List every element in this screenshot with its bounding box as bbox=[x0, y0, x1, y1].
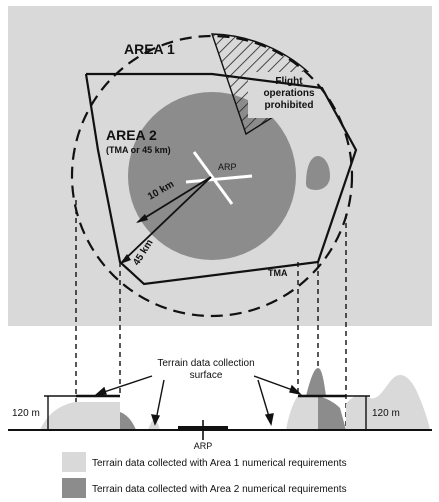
terrain-profile bbox=[40, 368, 430, 430]
legend-swatch-area2 bbox=[62, 478, 86, 498]
area2-45km-boundary bbox=[70, 34, 354, 318]
tma-label: TMA bbox=[268, 268, 288, 278]
area2-label: AREA 2 bbox=[106, 127, 157, 143]
arp-profile-label: ARP bbox=[194, 441, 213, 451]
area1-label: AREA 1 bbox=[124, 41, 175, 57]
arp-cross-icon bbox=[185, 151, 253, 205]
legend: Terrain data collected with Area 1 numer… bbox=[62, 452, 347, 498]
area2-sublabel: (TMA or 45 km) bbox=[106, 145, 171, 155]
height-markers bbox=[44, 395, 370, 430]
height-left-label: 120 m bbox=[12, 408, 40, 419]
surface-label-1: Terrain data collection bbox=[157, 358, 254, 369]
surface-label-2: surface bbox=[190, 370, 223, 381]
flight-ops-label-3: prohibited bbox=[265, 100, 314, 111]
flight-ops-label-1: Flight bbox=[275, 76, 303, 87]
arp-plan-label: ARP bbox=[218, 162, 237, 172]
surface-callout-arrows bbox=[93, 375, 303, 427]
legend-swatch-area1 bbox=[62, 452, 86, 472]
legend-label-area2: Terrain data collected with Area 2 numer… bbox=[92, 484, 347, 495]
legend-label-area1: Terrain data collected with Area 1 numer… bbox=[92, 458, 347, 469]
radius-arrows bbox=[120, 176, 212, 264]
obstacle-island bbox=[306, 156, 330, 190]
flight-ops-label-2: operations bbox=[263, 88, 315, 99]
height-right-label: 120 m bbox=[372, 408, 400, 419]
